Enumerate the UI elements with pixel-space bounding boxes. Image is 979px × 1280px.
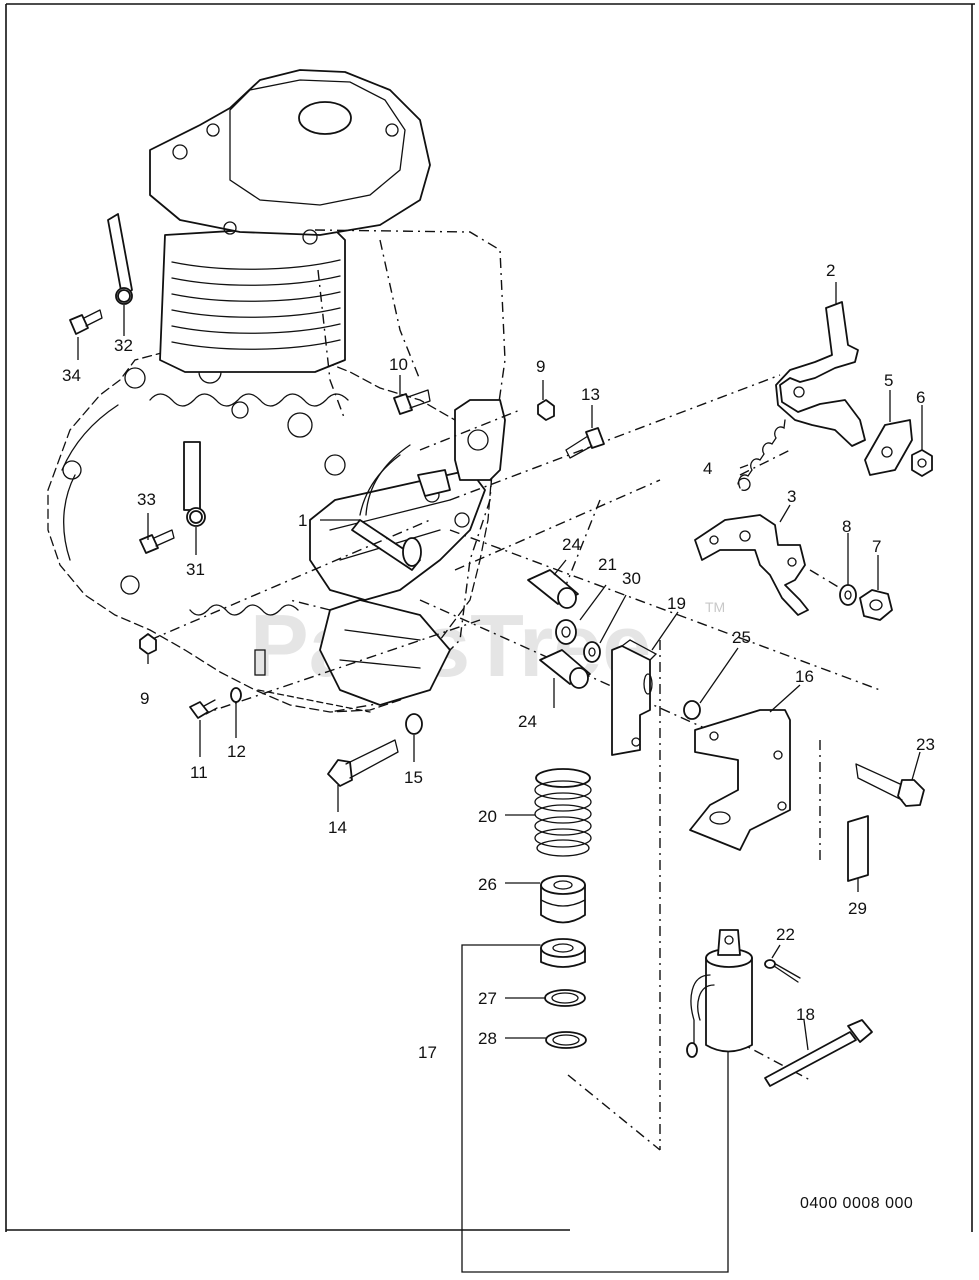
solenoid-bracket-19 — [611, 639, 658, 756]
callout-34: 34 — [62, 366, 81, 385]
callout-29: 29 — [848, 899, 867, 918]
cable-tie-18 — [764, 1019, 873, 1087]
callout-4: 4 — [703, 459, 712, 478]
bolt-icon — [69, 309, 925, 807]
callout-labels: 1 2 3 4 5 6 7 8 9 9 10 11 12 13 14 15 16… — [62, 261, 935, 1062]
callout-22: 22 — [776, 925, 795, 944]
callout-26: 26 — [478, 875, 497, 894]
callout-9-top: 9 — [536, 357, 545, 376]
hex-nut-icon — [911, 449, 933, 477]
callout-31: 31 — [186, 560, 205, 579]
callout-10: 10 — [389, 355, 408, 374]
callout-5: 5 — [884, 371, 893, 390]
compression-spring-20 — [534, 768, 592, 857]
drawing-number: 0400 0008 000 — [800, 1195, 913, 1212]
callout-14: 14 — [328, 818, 347, 837]
bracket-icon — [694, 514, 809, 616]
callout-23: 23 — [916, 735, 935, 754]
hex-nut-7 — [859, 589, 893, 621]
spacer-icon — [527, 569, 591, 689]
callout-8: 8 — [842, 517, 851, 536]
callout-9-bottom: 9 — [140, 689, 149, 708]
callout-12: 12 — [227, 742, 246, 761]
callout-28: 28 — [478, 1029, 497, 1048]
callout-24-top: 24 — [562, 535, 581, 554]
lever-plate-icon — [864, 419, 913, 476]
callout-20: 20 — [478, 807, 497, 826]
coil-spring-icon — [737, 419, 786, 491]
decal-29 — [847, 815, 869, 882]
solenoid-bracket-16 — [689, 709, 791, 851]
washer-icon — [839, 584, 857, 606]
callout-1: 1 — [298, 511, 307, 530]
callout-6: 6 — [916, 388, 925, 407]
callout-11: 11 — [190, 763, 208, 782]
small-washers — [117, 289, 555, 735]
callout-25: 25 — [732, 628, 751, 647]
cotter-pin-22 — [764, 959, 801, 983]
callout-32: 32 — [114, 336, 133, 355]
assembly-lines — [149, 374, 881, 1151]
callout-30: 30 — [622, 569, 641, 588]
callout-7: 7 — [872, 537, 881, 556]
callout-19: 19 — [667, 594, 686, 613]
grommet-26 — [540, 875, 586, 924]
throttle-lever-icon — [775, 282, 866, 447]
callout-17: 17 — [418, 1043, 437, 1062]
callout-3: 3 — [787, 487, 796, 506]
leader-lines — [77, 305, 923, 1051]
callout-15: 15 — [404, 768, 423, 787]
bushing-washers — [555, 619, 701, 720]
part-17-group — [461, 938, 729, 1273]
callout-18: 18 — [796, 1005, 815, 1024]
callout-16: 16 — [795, 667, 814, 686]
engine-block-icon — [47, 69, 506, 713]
callout-33: 33 — [137, 490, 156, 509]
solenoid-icon — [686, 929, 753, 1058]
callout-13: 13 — [581, 385, 600, 404]
watermark-tm: TM — [705, 599, 725, 615]
callout-24-bottom: 24 — [518, 712, 537, 731]
drawing-frame — [5, 3, 975, 1232]
callout-27: 27 — [478, 989, 497, 1008]
callout-21: 21 — [598, 555, 617, 574]
callout-2: 2 — [826, 261, 835, 280]
